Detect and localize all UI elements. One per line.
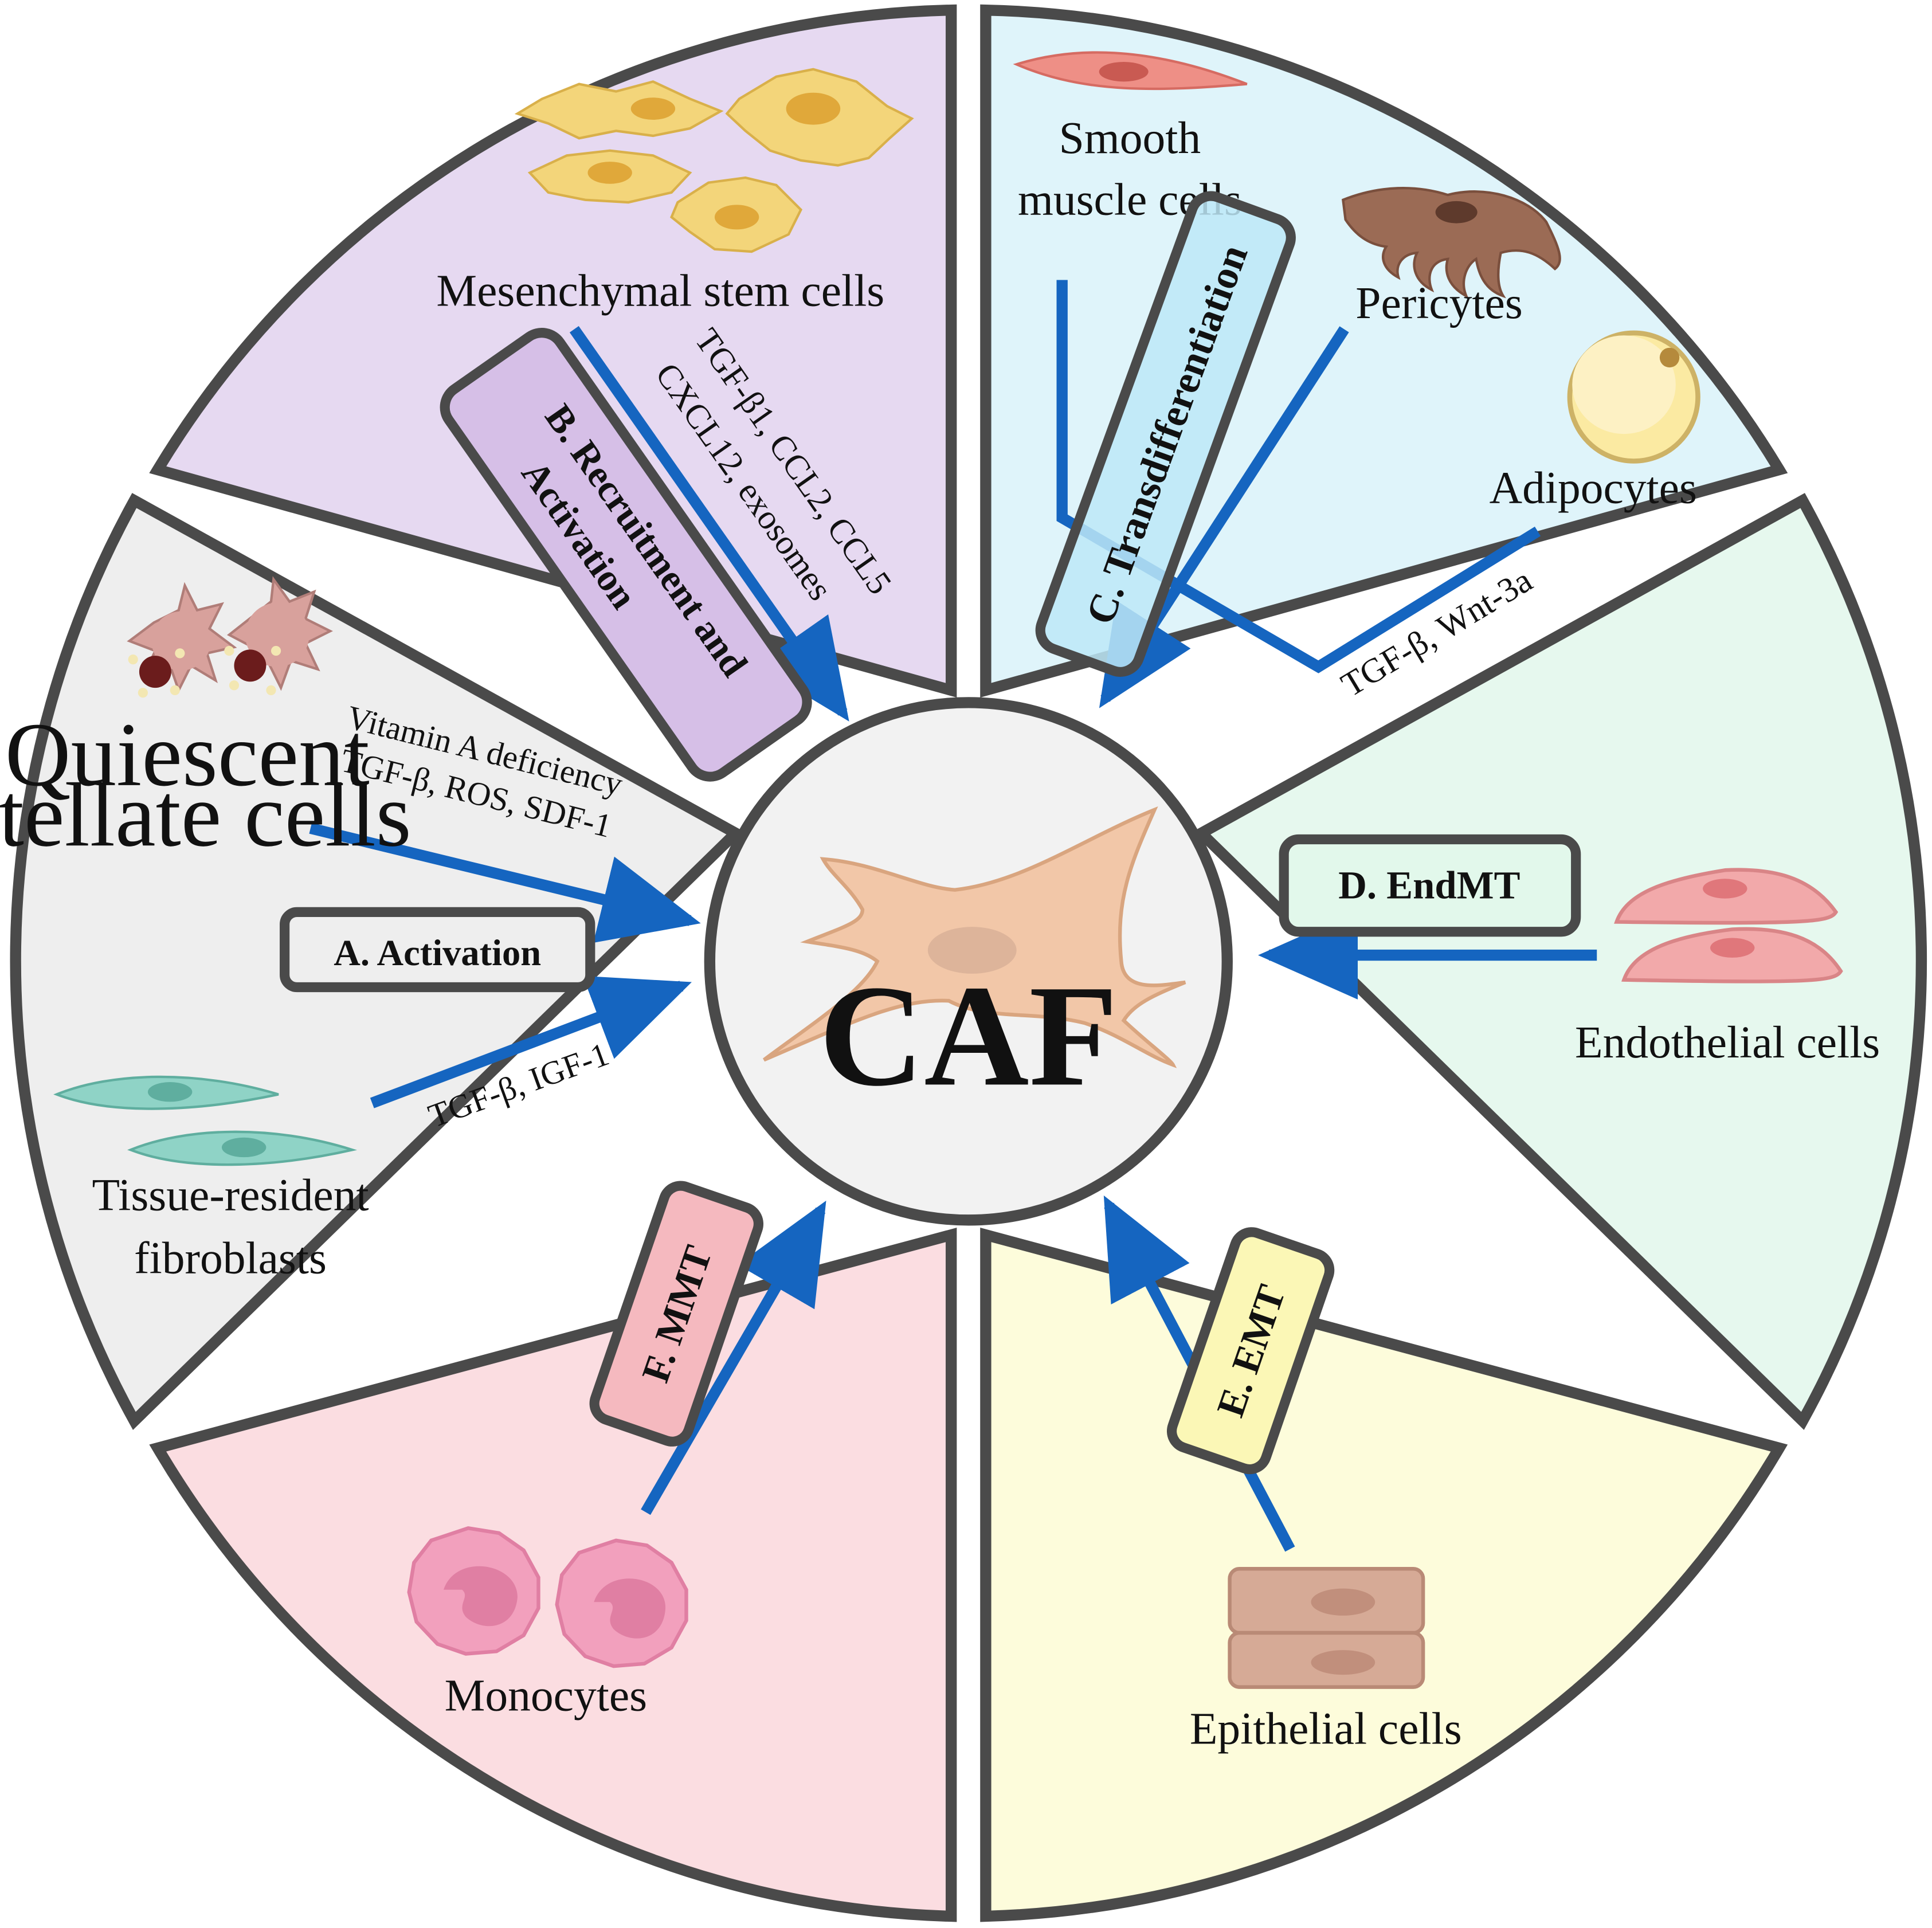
endothelial-label: Endothelial cells — [1575, 1017, 1880, 1068]
connector-smooth-adipocyte — [1056, 280, 1541, 673]
arrow-stellate — [309, 822, 701, 943]
fibroblast-label-line2: fibroblasts — [134, 1233, 327, 1283]
monocyte-icon — [407, 1526, 688, 1668]
arrow-monocyte — [641, 1200, 826, 1515]
msc-label: Mesenchymal stem cells — [436, 266, 884, 316]
mesenchymal-stem-cell-nuclei — [587, 92, 841, 230]
mechanism-a-box — [280, 907, 595, 993]
monocytes-label: Monocytes — [445, 1670, 647, 1721]
pericytes-label: Pericytes — [1355, 278, 1523, 328]
stellate-cell-icon — [127, 576, 333, 698]
sector-f-mmt — [149, 1228, 957, 1922]
adipocytes-label: Adipocytes — [1490, 463, 1697, 514]
mechanism-d-label: D. EndMT — [1338, 864, 1520, 907]
mechanism-a-label: A. Activation — [334, 932, 541, 973]
smooth-muscle-label-line1: Smooth — [1059, 113, 1201, 163]
fibroblast-label-line1: Tissue-resident — [92, 1170, 369, 1221]
mechanism-d-box — [1279, 834, 1581, 937]
fibroblast-icon — [53, 1075, 358, 1166]
mechanism-e-box: E. EMT — [1166, 1227, 1335, 1475]
caf-cell-icon — [762, 806, 1186, 1068]
arrow-msc — [569, 326, 849, 722]
epithelial-label: Epithelial cells — [1190, 1704, 1462, 1754]
epithelial-cell-icon — [1228, 1567, 1425, 1689]
mechanism-f-box: F. MMT — [589, 1181, 764, 1447]
smooth-muscle-cell-icon — [1013, 51, 1248, 91]
stellate-label-line2: stellate cells — [0, 765, 412, 865]
stellate-label-line1: Quiescent — [5, 704, 370, 805]
adipocyte-icon — [1567, 330, 1700, 464]
arrow-fibroblast — [370, 975, 692, 1108]
pericyte-icon — [1342, 187, 1561, 299]
center-label: CAF — [819, 955, 1118, 1116]
pericyte-nucleus — [1435, 201, 1478, 224]
endothelial-cell-icon — [1614, 868, 1843, 983]
